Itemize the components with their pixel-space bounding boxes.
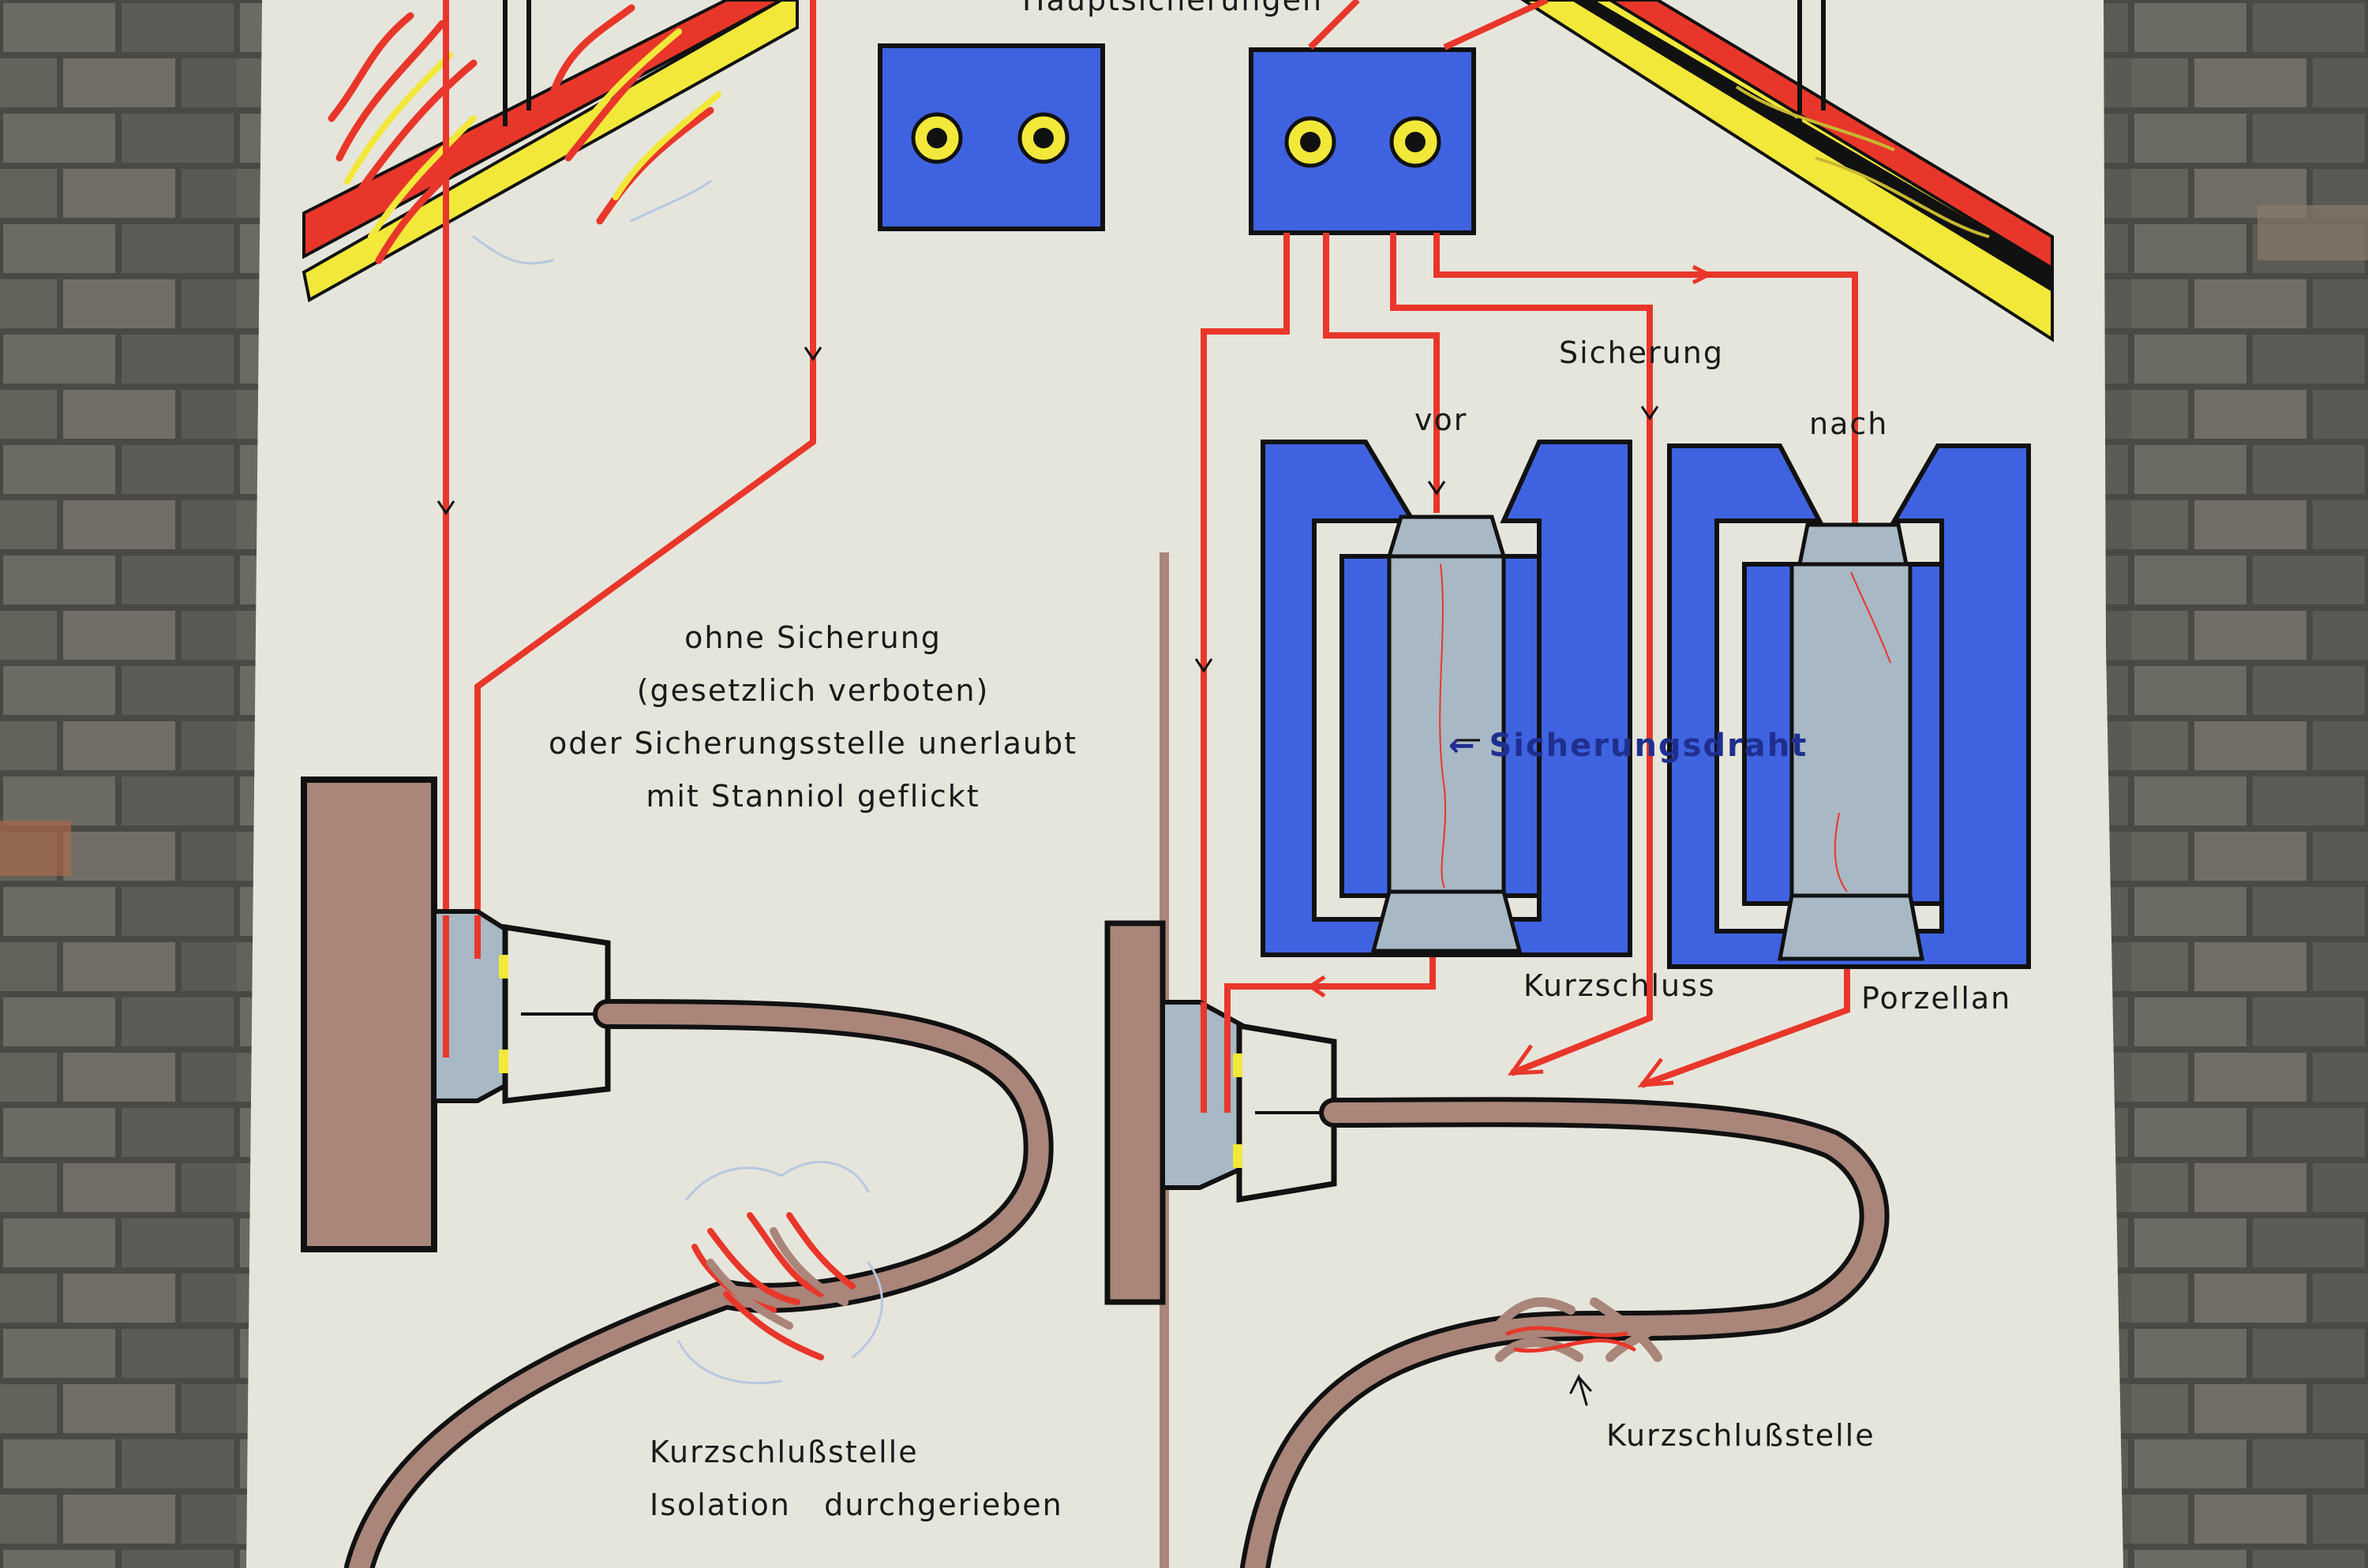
insulation-label: Isolation durchgerieben [650, 1488, 1063, 1522]
left-short-point-label: Kurzschlußstelle [650, 1435, 919, 1469]
short-circuit-label: Kurzschluss [1523, 968, 1716, 1003]
fuse-wire-label: ← Sicherungsdraht [1448, 728, 1808, 764]
left-caption: ohne Sicherung (gesetzlich verboten) ode… [497, 612, 1129, 823]
left-caption-line-1: ohne Sicherung [497, 612, 1129, 664]
left-caption-line-4: mit Stanniol geflickt [497, 770, 1129, 823]
main-fuse-box-right [1251, 50, 1474, 233]
left-caption-line-2: (gesetzlich verboten) [497, 664, 1129, 717]
porcelain-label: Porzellan [1861, 981, 2011, 1016]
right-short-point-label: Kurzschlußstelle [1606, 1418, 1875, 1453]
main-fuses-label: Hauptsicherungen [1022, 0, 1323, 17]
before-label: vor [1414, 402, 1467, 437]
main-fuse-box-left [880, 46, 1103, 229]
fuse-label: Sicherung [1559, 335, 1724, 370]
after-label: nach [1809, 406, 1888, 441]
left-caption-line-3: oder Sicherungsstelle unerlaubt [497, 717, 1129, 770]
